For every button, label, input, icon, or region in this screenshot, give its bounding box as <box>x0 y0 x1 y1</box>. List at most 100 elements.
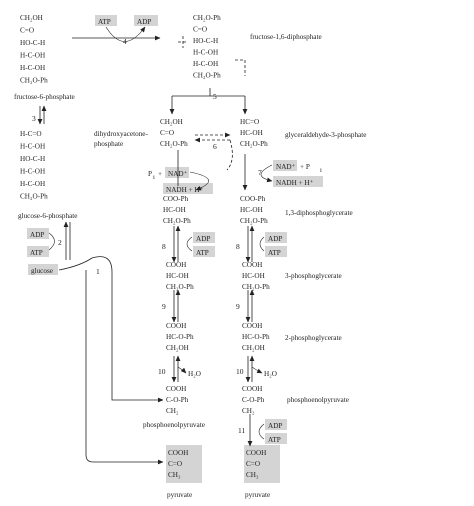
step-7-left-cofactor-curve <box>189 171 209 191</box>
2-phosphoglycerate-label: 2-phosphoglycerate <box>285 334 342 342</box>
h2o-label-left: H₂O <box>188 370 201 378</box>
pi-subscript-left: i <box>153 174 155 181</box>
step-9-number-right: 9 <box>236 302 240 311</box>
pi-subscript-right: i <box>320 167 322 174</box>
diphosphoglycerate-label: 1,3-diphosphoglycerate <box>285 209 353 217</box>
structure-line: CH₂O-Ph <box>166 283 194 291</box>
step-1-arrow-to-pyruvate <box>85 270 164 465</box>
structure-line: HO-C-H <box>193 37 218 45</box>
structure-line: CH₂ <box>242 407 255 415</box>
h2o-label-right: H₂O <box>264 370 277 378</box>
structure-line: H-C-OH <box>20 168 45 176</box>
structure-line: CH₂ <box>166 407 179 415</box>
structure-line: C=O <box>160 129 174 137</box>
pi-plus-left: + <box>158 170 162 178</box>
pi-label-right: + P <box>300 163 310 171</box>
step-6-number: 6 <box>213 142 217 151</box>
atp-label-step4: ATP <box>98 18 111 26</box>
structure-line: HO-C-H <box>20 39 45 47</box>
step-7-number: 7 <box>258 168 262 177</box>
structure-line: CH₂O-Ph <box>240 217 268 225</box>
structure-line: COOH <box>242 322 262 330</box>
structure-line: COOH <box>242 261 262 269</box>
reaction-arrows <box>37 26 273 465</box>
fdp-left-bracket <box>178 36 188 48</box>
structure-line: HC-OH <box>242 272 265 280</box>
dihydroxyacetone-phosphate-label-2: phosphate <box>94 140 123 148</box>
glucose-6-phosphate-label: glucose-6-phosphate <box>18 212 77 220</box>
structure-line: COOH <box>246 449 266 457</box>
nadh-label-right: NADH + H⁺ <box>276 179 314 187</box>
nadh-label-left: NADH + H⁺ <box>166 186 204 194</box>
step-1-arrow-to-pep <box>58 256 164 403</box>
structure-line: H-C-OH <box>20 52 45 60</box>
adp-label-step11: ADP <box>268 422 282 430</box>
3-phosphoglycerate-label: 3-phosphoglycerate <box>285 272 342 280</box>
adp-label-step4: ADP <box>137 18 151 26</box>
structure-line: HC-OH <box>163 206 186 214</box>
structure-line: HC-OH <box>240 206 263 214</box>
structure-line: COOH <box>166 261 186 269</box>
step-8-right-curve <box>259 236 265 252</box>
structure-line: CH₂O-Ph <box>240 140 268 148</box>
pyruvate-right-label: pyruvate <box>245 491 270 499</box>
structure-line: CH₂OH <box>166 344 189 352</box>
step-8-number-left: 8 <box>162 242 166 251</box>
adp-label-step8-left: ADP <box>196 235 210 243</box>
3-phosphoglycerate-right-structure: COOH HC-OH CH₂O-Ph <box>242 261 270 291</box>
structure-line: C=O <box>20 27 34 35</box>
structure-line: CH₂O-Ph <box>20 193 48 201</box>
structure-line: HC-OH <box>166 272 189 280</box>
step-1-number: 1 <box>96 267 100 276</box>
atp-label-step2: ATP <box>30 249 43 257</box>
dihydroxyacetone-phosphate-label: dihydroxyacetone- <box>94 130 148 138</box>
structure-line: C=O <box>193 26 207 34</box>
glyceraldehyde-3-phosphate-label: glyceraldehyde-3-phosphate <box>285 131 366 139</box>
structure-line: C=O <box>168 460 182 468</box>
step-9-number-left: 9 <box>162 302 166 311</box>
structure-line: CH₃ <box>246 471 259 479</box>
step-5-number: 5 <box>213 92 217 101</box>
glucose-label: glucose <box>31 267 53 275</box>
structure-line: H-C-OH <box>20 64 45 72</box>
pyruvate-left-label: pyruvate <box>167 491 192 499</box>
step-10-number-right: 10 <box>236 367 244 376</box>
structure-line: COOH <box>242 385 262 393</box>
structure-line: HO-C-H <box>20 155 45 163</box>
structure-line: H-C=O <box>20 130 42 138</box>
structure-line: COOH <box>166 385 186 393</box>
structure-line: CH₃ <box>168 471 181 479</box>
structure-line: H-C-OH <box>193 49 218 57</box>
step-4-atp-curve <box>105 26 146 42</box>
step-8-number-right: 8 <box>236 242 240 251</box>
structure-line: CH₂O-Ph <box>242 283 270 291</box>
structure-line: CH₂O-Ph <box>20 77 48 85</box>
structure-line: HC-O-Ph <box>242 333 270 341</box>
structure-line: CH₂O-Ph <box>193 14 221 22</box>
atp-label-step11: ATP <box>268 436 281 444</box>
step-6-dash-curve <box>226 139 233 171</box>
phosphoenolpyruvate-left-label: phosphoenolpyruvate <box>143 421 205 429</box>
atp-label-step8-right: ATP <box>268 249 281 257</box>
step-8-left-curve <box>186 236 193 252</box>
adp-label-step2: ADP <box>30 231 44 239</box>
structure-line: HC-O-Ph <box>166 333 194 341</box>
fdp-right-bracket <box>235 59 246 76</box>
structure-line: COOH <box>166 322 186 330</box>
structure-line: CH₂O-Ph <box>160 140 188 148</box>
structure-line: H-C-OH <box>193 60 218 68</box>
adp-label-step8-right: ADP <box>268 235 282 243</box>
fructose-6-phosphate-label: fructose-6-phosphate <box>14 93 75 101</box>
atp-label-step8-left: ATP <box>196 249 209 257</box>
structure-line: COO-Ph <box>240 195 266 203</box>
structure-line: CH₂OH <box>242 344 265 352</box>
